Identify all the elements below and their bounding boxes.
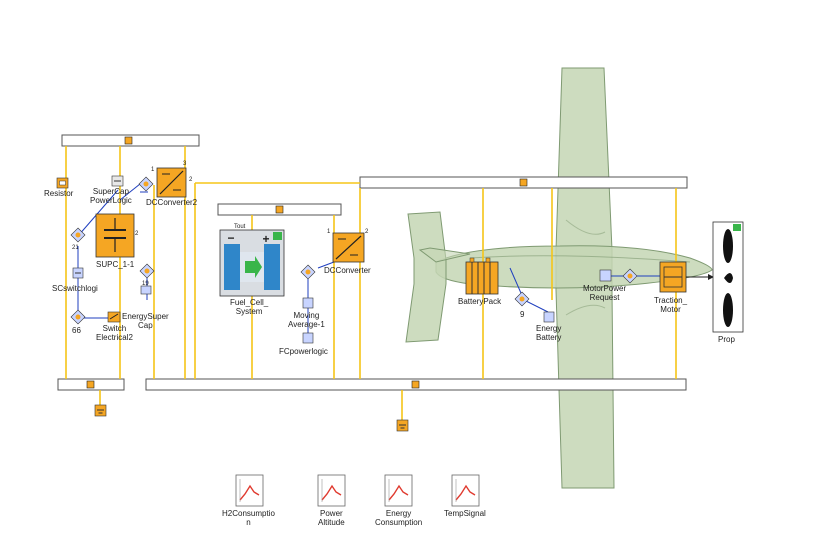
label-supercap-powerlogic: SuperCap PowerLogic bbox=[90, 187, 132, 205]
port-number: 1 bbox=[151, 167, 155, 173]
resistor-block[interactable] bbox=[56, 177, 69, 189]
label-block-66: 66 bbox=[72, 326, 81, 335]
scope-label-power-altitude: Power Altitude bbox=[318, 509, 345, 527]
sensor-icon[interactable] bbox=[622, 268, 638, 284]
label-scswitchlogic: SCswitchlogi bbox=[52, 284, 98, 293]
label-dcconverter2: DCConverter2 bbox=[146, 198, 198, 207]
electrical-buses bbox=[57, 134, 688, 391]
sc-switchlogic-block[interactable] bbox=[72, 267, 84, 279]
fuel-cell-tag: Tout bbox=[234, 224, 246, 230]
sensor-icon[interactable] bbox=[70, 227, 86, 243]
sensor-icon[interactable] bbox=[514, 291, 530, 307]
motorpower-request-block[interactable] bbox=[599, 269, 612, 282]
switch-electrical-block[interactable] bbox=[107, 311, 121, 323]
sensor-icon[interactable] bbox=[300, 264, 316, 280]
label-switch-electrical2: Switch Electrical2 bbox=[96, 324, 133, 342]
scope-label-tempsignal: TempSignal bbox=[444, 509, 486, 518]
scope-plot-icon[interactable] bbox=[317, 474, 346, 507]
supercapacitor-block[interactable] bbox=[95, 213, 135, 258]
label-prop: Prop bbox=[718, 335, 735, 344]
label-moving-average: Moving Average-1 bbox=[288, 311, 325, 329]
port-number: 2 bbox=[365, 229, 369, 235]
power-wires bbox=[65, 146, 677, 420]
sensor-icon[interactable] bbox=[138, 176, 154, 192]
traction-motor-block[interactable] bbox=[659, 261, 687, 293]
label-block-9: 9 bbox=[520, 310, 525, 319]
label-energy-supercap: EnergySuper Cap bbox=[122, 312, 169, 330]
scope-plot-icon[interactable] bbox=[384, 474, 413, 507]
label-motorpower-request: MotorPower Request bbox=[583, 284, 627, 302]
scope-plot-icon[interactable] bbox=[451, 474, 480, 507]
port-number: 2 bbox=[189, 177, 193, 183]
small-sensor-block[interactable] bbox=[140, 285, 152, 295]
label-traction-motor: Traction_ Motor bbox=[654, 296, 688, 314]
battery-pack-block[interactable] bbox=[465, 257, 499, 295]
fuel-cell-block[interactable]: − + bbox=[219, 229, 285, 297]
supercap-powerlogic-block[interactable] bbox=[111, 175, 124, 187]
scope-label-energy-consumption: Energy Consumption bbox=[375, 509, 423, 527]
svg-text:+: + bbox=[262, 232, 269, 246]
ground-icon bbox=[94, 404, 107, 417]
label-battery-pack: BatteryPack bbox=[458, 297, 502, 306]
port-number: 19 bbox=[142, 281, 149, 287]
scope-plot-icon[interactable] bbox=[235, 474, 264, 507]
port-number: 2 bbox=[135, 231, 139, 237]
propeller-icon[interactable] bbox=[712, 221, 744, 333]
moving-average-block[interactable] bbox=[302, 297, 314, 309]
port-number: 21 bbox=[72, 245, 79, 251]
dcconverter2-block[interactable] bbox=[156, 167, 187, 198]
svg-text:−: − bbox=[227, 231, 234, 245]
dcconverter-block[interactable] bbox=[332, 232, 365, 263]
label-dcconverter: DCConverter bbox=[324, 266, 371, 275]
port-number: 1 bbox=[327, 229, 331, 235]
label-fuel-cell-system: Fuel_Cell_ System bbox=[230, 298, 269, 316]
label-supc: SUPC_1-1 bbox=[96, 260, 135, 269]
ground-icon bbox=[396, 419, 409, 432]
scope-label-h2consumption: H2Consumptio n bbox=[222, 509, 275, 527]
port-number: 3 bbox=[183, 161, 187, 167]
label-resistor: Resistor bbox=[44, 189, 74, 198]
label-fcpowerlogic: FCpowerlogic bbox=[279, 347, 328, 356]
fc-powerlogic-block[interactable] bbox=[302, 332, 314, 344]
shaft-connector bbox=[686, 274, 714, 280]
sensor-icon[interactable] bbox=[139, 263, 155, 279]
label-energy-battery: Energy Battery bbox=[536, 324, 562, 342]
sensor-icon[interactable] bbox=[70, 309, 86, 325]
energy-battery-block[interactable] bbox=[543, 311, 555, 323]
